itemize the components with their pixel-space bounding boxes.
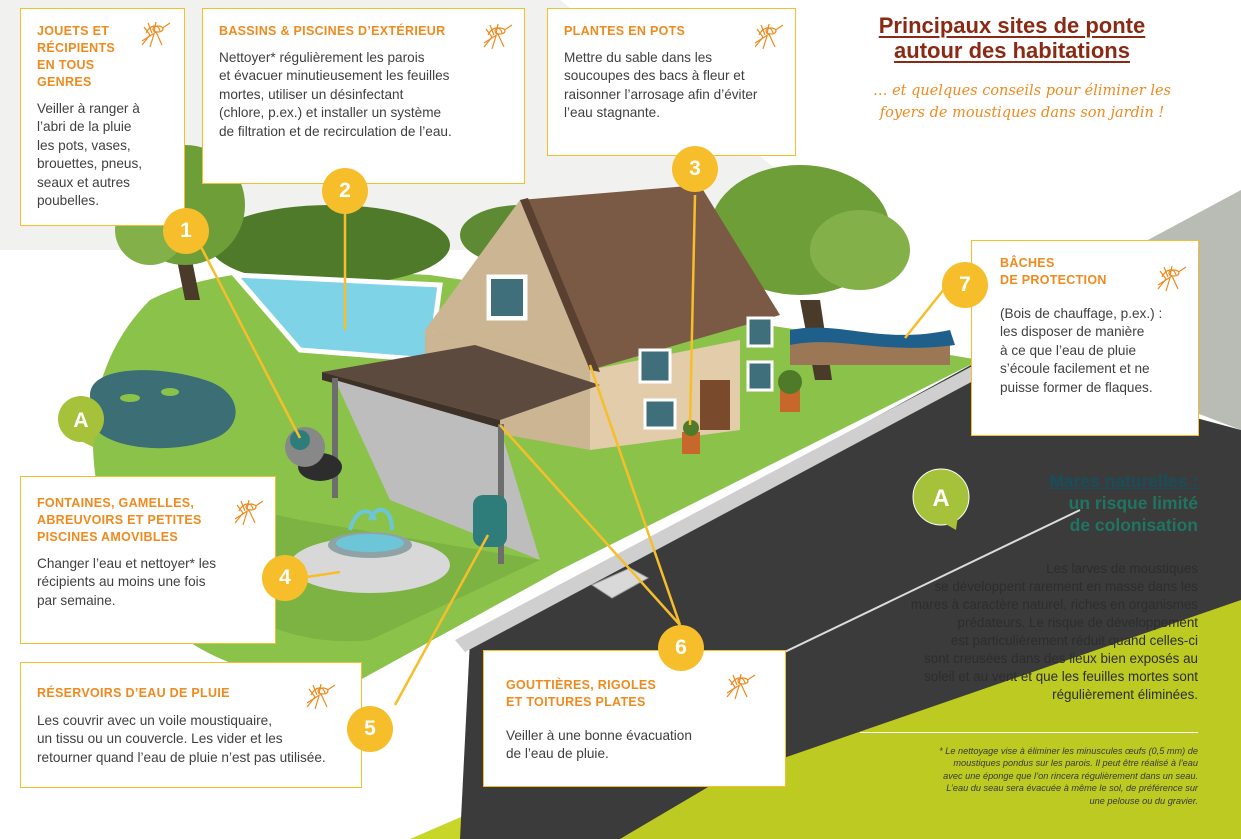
speech-bubble-icon (58, 396, 104, 447)
info-box-5: RÉSERVOIRS D’EAU DE PLUIE Les couvrir av… (20, 662, 362, 788)
mares-text: Les larves de moustiques se développent … (910, 561, 1198, 702)
info-box-4-title: FONTAINES, GAMELLES, ABREUVOIRS ET PETIT… (37, 496, 202, 544)
mosquito-icon (1157, 265, 1187, 292)
info-box-3: PLANTES EN POTS Mettre du sable dans les… (547, 8, 796, 156)
info-box-6: GOUTTIÈRES, RIGOLES ET TOITURES PLATES V… (483, 650, 786, 787)
badge-3-number: 3 (689, 157, 701, 180)
mosquito-icon (141, 21, 171, 48)
badge-4: 4 (262, 555, 308, 601)
connector-lines (198, 194, 946, 706)
badge-1-number: 1 (180, 219, 192, 242)
rain-barrel (473, 495, 507, 547)
info-box-3-text: Mettre du sable dans les soucoupes des b… (564, 50, 758, 121)
mares-title-line3: de colonisation (1069, 515, 1198, 535)
main-title-line1: Principaux sites de ponte (878, 13, 1146, 38)
badge-4-number: 4 (279, 566, 291, 589)
footnote: * Le nettoyage vise à éliminer les minus… (860, 732, 1198, 807)
info-box-7-title: BÂCHES DE PROTECTION (1000, 256, 1107, 287)
mares-title-line2: un risque limité (1068, 493, 1198, 513)
info-box-2-text: Nettoyer* régulièrement les parois et év… (219, 50, 452, 139)
info-box-5-text: Les couvrir avec un voile moustiquaire, … (37, 713, 326, 765)
badge-6: 6 (658, 625, 704, 671)
mares-title-line1: Mares naturelles : (1049, 471, 1198, 491)
info-box-7: BÂCHES DE PROTECTION (Bois de chauffage,… (971, 240, 1199, 436)
badge-2-number: 2 (339, 179, 351, 202)
info-box-2-title: BASSINS & PISCINES D’EXTÉRIEUR (219, 24, 446, 38)
info-box-3-title: PLANTES EN POTS (564, 24, 686, 38)
mosquito-icon (306, 683, 336, 710)
mosquito-icon (483, 23, 513, 50)
info-box-4: FONTAINES, GAMELLES, ABREUVOIRS ET PETIT… (20, 476, 276, 644)
pond-badge-letter: A (73, 409, 89, 432)
mosquito-icon (754, 23, 784, 50)
badge-1: 1 (163, 208, 209, 254)
badge-7-number: 7 (959, 273, 971, 296)
info-box-4-text: Changer l’eau et nettoyer* les récipient… (37, 556, 217, 608)
info-box-2: BASSINS & PISCINES D’EXTÉRIEUR Nettoyer*… (202, 8, 525, 184)
main-subtitle: … et quelques conseils pour éliminer les… (872, 83, 1171, 121)
main-title-line2: autour des habitations (894, 38, 1130, 63)
info-box-1: JOUETS ET RÉCIPIENTS EN TOUS GENRES Veil… (20, 8, 185, 226)
carport-roof (322, 345, 600, 420)
pond-speech-badge: A (55, 395, 107, 447)
badge-5-number: 5 (364, 717, 376, 740)
badge-6-number: 6 (675, 636, 687, 659)
speech-bubble-icon (912, 468, 970, 530)
info-box-1-title: JOUETS ET RÉCIPIENTS EN TOUS GENRES (37, 24, 116, 89)
mares-title: Mares naturelles : un risque limité de c… (990, 470, 1198, 536)
info-box-7-text: (Bois de chauffage, p.ex.) : les dispose… (1000, 306, 1163, 395)
mosquito-icon (234, 499, 264, 526)
info-box-6-title: GOUTTIÈRES, RIGOLES ET TOITURES PLATES (506, 678, 657, 709)
info-box-6-text: Veiller à une bonne évacuation de l’eau … (506, 728, 692, 762)
badge-7: 7 (942, 262, 988, 308)
mosquito-icon (726, 673, 756, 700)
badge-5: 5 (347, 706, 393, 752)
badge-2: 2 (322, 168, 368, 214)
badge-3: 3 (672, 146, 718, 192)
info-box-5-title: RÉSERVOIRS D’EAU DE PLUIE (37, 686, 230, 700)
info-box-1-text: Veiller à ranger à l’abri de la pluie le… (37, 101, 143, 209)
main-title: Principaux sites de ponte autour des hab… (862, 13, 1162, 63)
mares-badge-letter: A (932, 485, 950, 512)
mares-speech-badge: A (910, 468, 972, 530)
pond (90, 370, 236, 449)
